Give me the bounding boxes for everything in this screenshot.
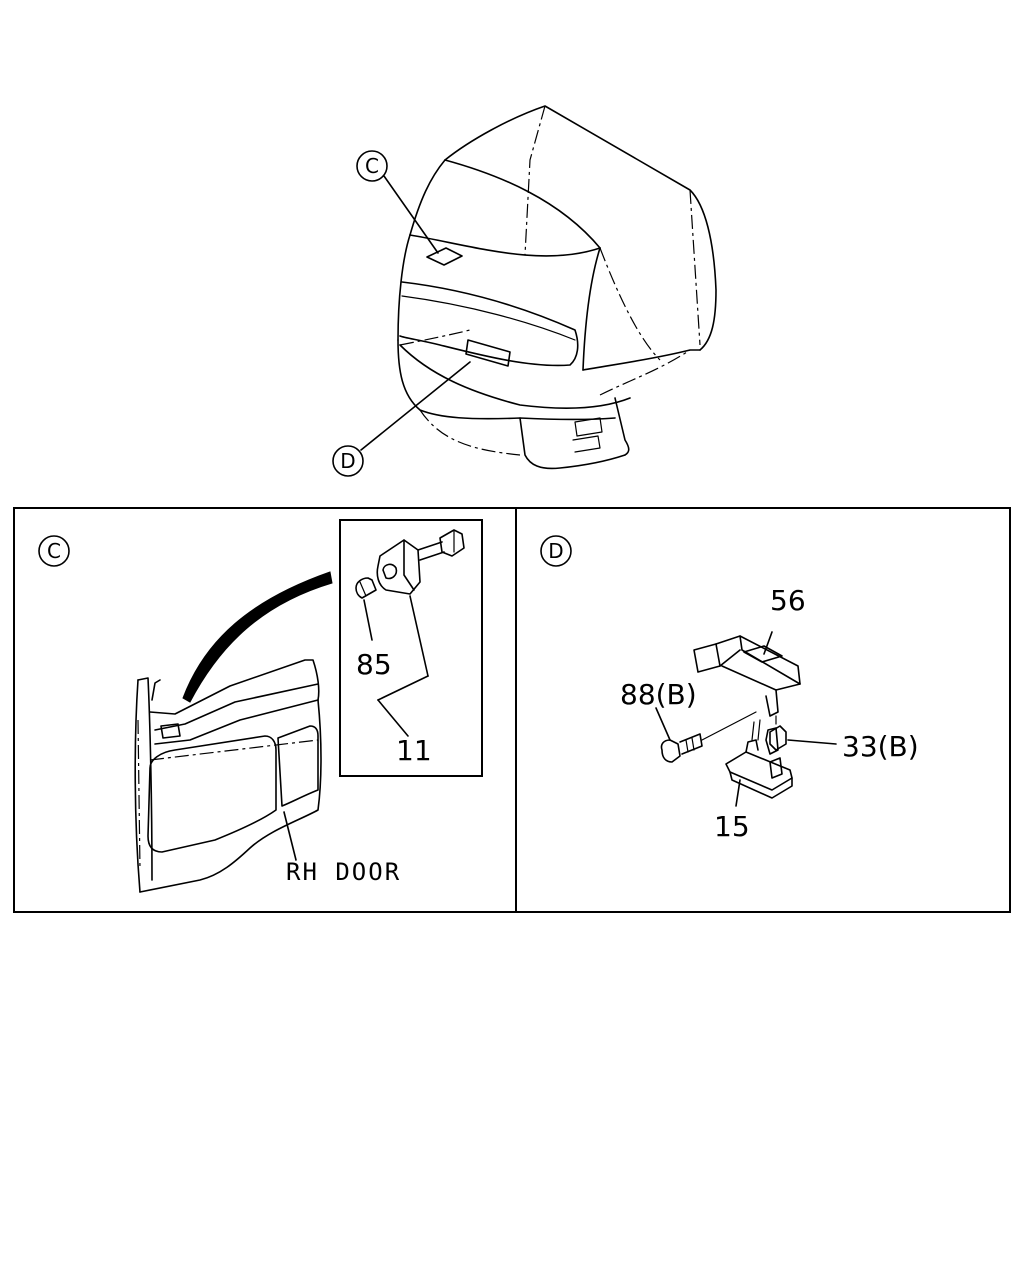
detail-frame — [13, 507, 1011, 913]
cab-marker-d — [465, 339, 511, 367]
part-number-88b: 88(B) — [620, 678, 697, 711]
part-number-85: 85 — [356, 648, 392, 681]
callout-c-panel: C — [38, 535, 70, 567]
callout-c-overview-label: C — [365, 154, 379, 178]
part-number-56: 56 — [770, 584, 806, 617]
callout-d-panel-label: D — [548, 539, 563, 563]
part-number-15: 15 — [714, 810, 750, 843]
cab-marker-c — [426, 247, 463, 266]
callout-d-overview-label: D — [340, 449, 355, 473]
rh-door-drawing — [134, 571, 333, 893]
detail-panel-c: C — [38, 519, 483, 893]
courtesy-lamp-drawing — [355, 529, 465, 737]
license-lamp-assembly-drawing — [655, 631, 837, 807]
part-number-33b: 33(B) — [842, 730, 919, 763]
callout-c-panel-label: C — [47, 539, 61, 563]
callout-d-overview: D — [332, 445, 364, 477]
callout-c-overview: C — [356, 150, 388, 182]
callout-d-panel: D — [540, 535, 572, 567]
cab-overview-drawing — [360, 105, 717, 470]
part-number-11: 11 — [396, 734, 432, 767]
rh-door-caption: RH DOOR — [286, 858, 401, 886]
inset-frame-lamp — [339, 519, 483, 777]
detail-panel-d: D — [540, 535, 919, 843]
